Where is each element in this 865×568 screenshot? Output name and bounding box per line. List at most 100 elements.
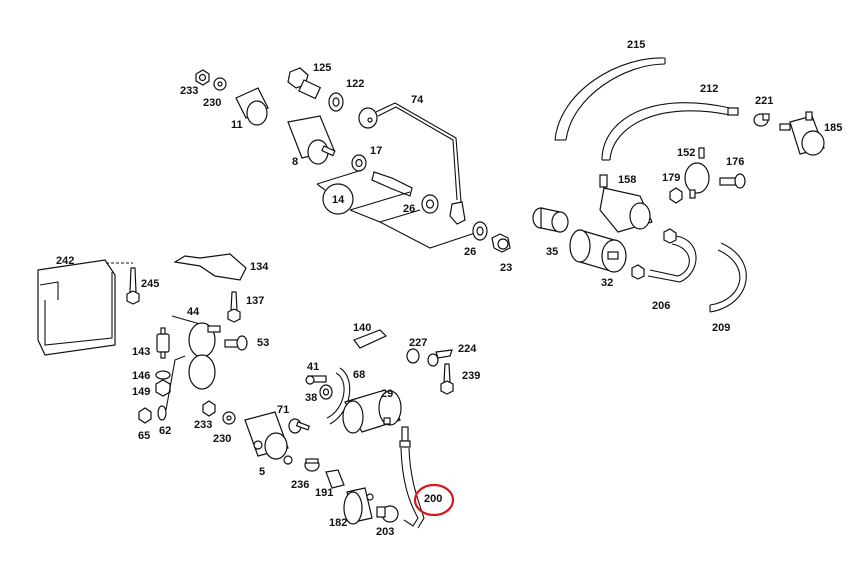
label-152: 152 xyxy=(677,147,696,159)
washer-230-lower xyxy=(222,411,236,425)
nut-65 xyxy=(138,407,152,424)
label-140: 140 xyxy=(353,322,372,334)
label-146: 146 xyxy=(132,370,151,382)
label-215: 215 xyxy=(627,39,646,51)
label-35: 35 xyxy=(546,246,559,258)
washer-17 xyxy=(351,154,367,172)
screw-245 xyxy=(126,267,140,305)
label-74: 74 xyxy=(411,94,424,106)
label-137: 137 xyxy=(246,295,265,307)
label-176: 176 xyxy=(726,156,745,168)
bracket-242 xyxy=(37,259,133,356)
label-14: 14 xyxy=(332,194,345,206)
fitting-125 xyxy=(287,67,322,100)
sleeve-11 xyxy=(235,87,269,126)
pipe-74 xyxy=(358,102,466,225)
label-41: 41 xyxy=(307,361,320,373)
clamp-71 xyxy=(288,418,311,434)
fitting-banjo xyxy=(371,171,413,197)
label-191: 191 xyxy=(315,487,334,499)
label-203: 203 xyxy=(376,526,395,538)
hose-209 xyxy=(709,242,747,313)
bolt-53 xyxy=(224,335,248,351)
label-65: 65 xyxy=(138,430,151,442)
nut-149 xyxy=(155,379,171,397)
washer-38 xyxy=(319,384,333,400)
clip-224 xyxy=(427,349,453,367)
hose-215 xyxy=(554,57,666,141)
label-245: 245 xyxy=(141,278,160,290)
nut-233-top xyxy=(195,69,210,86)
pump-8 xyxy=(287,115,336,165)
callout-14 xyxy=(316,169,479,249)
label-32: 32 xyxy=(601,277,614,289)
label-26: 26 xyxy=(464,246,477,258)
label-149: 149 xyxy=(132,386,151,398)
label-62: 62 xyxy=(159,425,172,437)
label-44: 44 xyxy=(187,306,200,318)
label-209: 209 xyxy=(712,322,731,334)
pump-5 xyxy=(244,411,293,465)
label-53: 53 xyxy=(257,337,270,349)
label-236: 236 xyxy=(291,479,310,491)
clamp-203 xyxy=(376,505,399,523)
label-26: 26 xyxy=(403,203,416,215)
strap-140 xyxy=(353,329,388,349)
cap-182 xyxy=(343,487,374,525)
nut-179 xyxy=(669,187,683,204)
label-230: 230 xyxy=(213,433,232,445)
washer-26-lower xyxy=(472,221,488,241)
clamp-221 xyxy=(753,113,770,127)
grommet-227 xyxy=(406,348,420,364)
label-221: 221 xyxy=(755,95,774,107)
screw-137 xyxy=(227,291,241,323)
label-212: 212 xyxy=(700,83,719,95)
label-230: 230 xyxy=(203,97,222,109)
filter-32 xyxy=(569,229,627,273)
washer-26-upper xyxy=(421,194,439,214)
nut-23 xyxy=(491,233,511,253)
label-182: 182 xyxy=(329,517,348,529)
washer-62 xyxy=(157,355,186,421)
label-11: 11 xyxy=(231,119,243,131)
highlight-circle xyxy=(413,483,455,517)
label-200-highlighted: 200 xyxy=(424,493,443,505)
clamp-236 xyxy=(304,458,320,472)
hose-206 xyxy=(631,228,697,283)
label-68: 68 xyxy=(353,369,366,381)
label-17: 17 xyxy=(370,145,383,157)
label-242: 242 xyxy=(56,255,75,267)
tube-191 xyxy=(325,469,345,489)
bolt-176 xyxy=(719,173,746,189)
label-143: 143 xyxy=(132,346,151,358)
label-179: 179 xyxy=(662,172,681,184)
label-185: 185 xyxy=(824,122,843,134)
label-38: 38 xyxy=(305,392,318,404)
screw-239 xyxy=(440,363,454,395)
clip-44 xyxy=(171,315,221,390)
label-206: 206 xyxy=(652,300,671,312)
label-224: 224 xyxy=(458,343,477,355)
label-227: 227 xyxy=(409,337,428,349)
filter-185 xyxy=(779,111,825,156)
washer-146 xyxy=(155,370,171,380)
label-233: 233 xyxy=(194,419,213,431)
filter-29 xyxy=(342,389,402,434)
label-5: 5 xyxy=(259,466,266,478)
hose-68 xyxy=(326,367,351,425)
clamp-152 xyxy=(684,147,710,199)
label-8: 8 xyxy=(292,156,299,168)
label-71: 71 xyxy=(277,404,290,416)
pump-158 xyxy=(599,174,653,233)
plate-134 xyxy=(173,253,247,281)
label-158: 158 xyxy=(618,174,637,186)
ring-122 xyxy=(328,92,344,112)
label-239: 239 xyxy=(462,370,481,382)
hose-212 xyxy=(601,102,739,161)
sleeve-35 xyxy=(532,207,569,233)
label-134: 134 xyxy=(250,261,269,273)
label-29: 29 xyxy=(381,388,394,400)
nut-233-lower xyxy=(202,400,216,417)
